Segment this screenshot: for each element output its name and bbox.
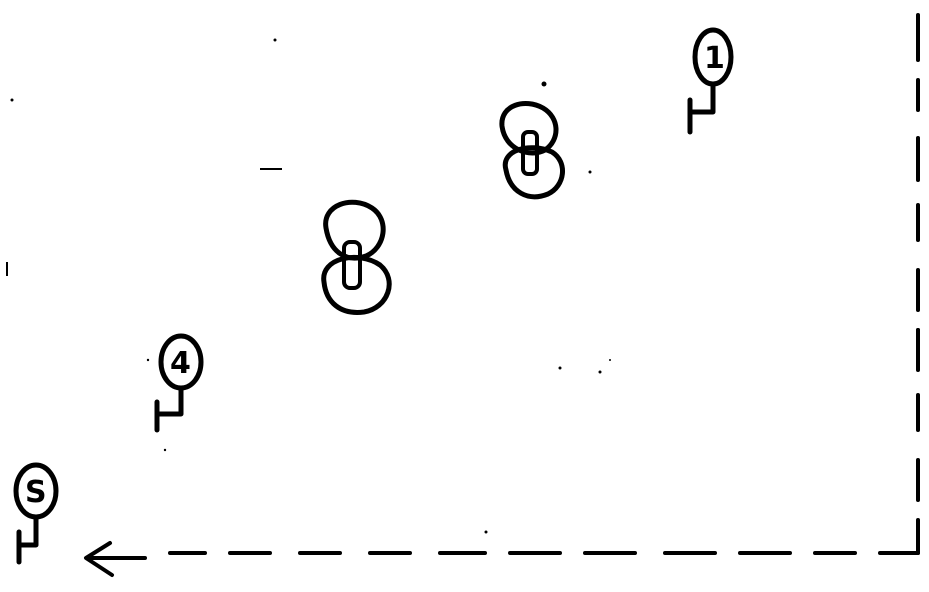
scan-specks <box>6 39 920 534</box>
marker-1-label: 1 <box>704 41 725 76</box>
marker-s: S <box>16 465 56 562</box>
double-circle-marker-upper <box>502 104 563 197</box>
marker-4-label: 4 <box>170 346 191 381</box>
marker-s-label: S <box>25 475 47 510</box>
bottom-dashed-path <box>88 553 918 558</box>
double-circle-marker-lower <box>324 202 390 312</box>
marker-4: 4 <box>157 336 201 430</box>
marker-1: 1 <box>690 30 731 132</box>
